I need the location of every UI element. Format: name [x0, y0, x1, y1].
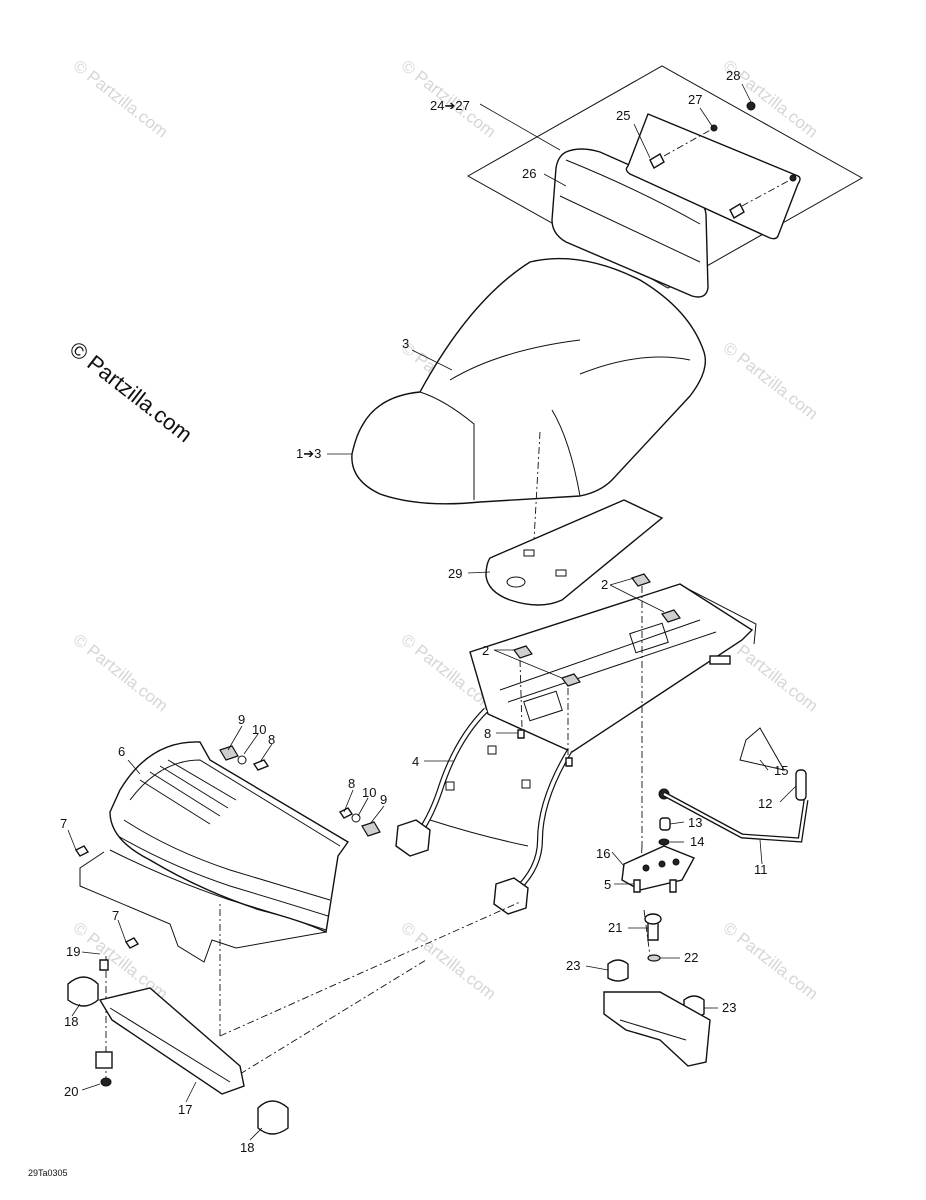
washer-27-part — [710, 124, 718, 132]
watermark: © Partzilla.com — [70, 56, 172, 142]
callout-13: 13 — [688, 815, 702, 830]
callout-6: 6 — [118, 744, 125, 759]
seat-group — [351, 257, 707, 541]
grip-12-part — [795, 769, 807, 801]
callout-3: 3 — [402, 336, 409, 351]
callout-16: 16 — [596, 846, 610, 861]
callout-19: 19 — [66, 944, 80, 959]
bushing-13-part — [659, 817, 671, 831]
callout-21: 21 — [608, 920, 622, 935]
seat-base-part — [485, 499, 664, 606]
callout-18b: 18 — [240, 1140, 254, 1155]
callout-14: 14 — [690, 834, 704, 849]
callout-20: 20 — [64, 1084, 78, 1099]
callout-15: 15 — [774, 763, 788, 778]
callout-8a: 8 — [268, 732, 275, 747]
callout-23b: 23 — [722, 1000, 736, 1015]
bracket-9-part — [361, 821, 381, 837]
rear-bumper-group — [74, 741, 381, 963]
bolt-8-part — [517, 729, 525, 739]
washer-22-part — [647, 954, 661, 962]
watermark: © Partzilla.com — [398, 918, 500, 1004]
frame-bracket-part — [493, 877, 529, 915]
callout-23a: 23 — [566, 958, 580, 973]
main-watermark: © Partzilla.com — [65, 336, 197, 447]
bolt-25-part — [649, 153, 665, 169]
bolt-19-part — [99, 959, 109, 971]
screw-5-part — [633, 879, 641, 893]
screw-5-part — [669, 879, 677, 893]
rear-bumper-part — [109, 741, 350, 934]
callout-17: 17 — [178, 1102, 192, 1117]
washer-27b-part — [789, 174, 797, 182]
bolt-25b-part — [729, 203, 745, 219]
frame-deck-part — [469, 583, 754, 753]
callout-18a: 18 — [64, 1014, 78, 1029]
callout-2a: 2 — [601, 577, 608, 592]
bolt-8-part — [565, 757, 573, 767]
frame-group — [395, 573, 757, 915]
screw-7-part — [74, 845, 90, 857]
crossmember-17-part — [98, 987, 245, 1095]
callout-26: 26 — [522, 166, 536, 181]
nut-28-part — [746, 101, 756, 111]
clip-2-part — [661, 609, 681, 623]
rear-support-part — [603, 991, 711, 1067]
clip-2-part — [631, 573, 651, 587]
diagram-code: 29Ta0305 — [28, 1168, 68, 1178]
callout-9b: 9 — [380, 792, 387, 807]
callout-9a: 9 — [238, 712, 245, 727]
callout-22: 22 — [684, 950, 698, 965]
nut-20-part — [100, 1077, 112, 1087]
bracket-part — [95, 1051, 113, 1069]
callout-8c: 8 — [348, 776, 355, 791]
watermark: © Partzilla.com — [720, 918, 822, 1004]
clip-15-part — [739, 727, 785, 771]
callouts: 28 27 24➔27 25 26 3 1➔3 29 2 2 9 10 8 6 … — [60, 68, 788, 1155]
seat-base-group — [485, 499, 664, 606]
callout-25: 25 — [616, 108, 630, 123]
backrest-group — [466, 65, 864, 298]
callout-10a: 10 — [252, 722, 266, 737]
callout-27: 27 — [688, 92, 702, 107]
callout-1-3: 1➔3 — [296, 446, 321, 461]
clip-2-part — [513, 645, 533, 659]
callout-8b: 8 — [484, 726, 491, 741]
watermark: © Partzilla.com — [70, 630, 172, 716]
screw-7-part — [124, 937, 140, 949]
seat-part — [351, 257, 707, 505]
frame-bracket-part — [395, 819, 431, 857]
bumper-23-part — [607, 959, 629, 982]
callout-24-27: 24➔27 — [430, 98, 470, 113]
callout-7a: 7 — [60, 816, 67, 831]
watermark: © Partzilla.com — [720, 338, 822, 424]
assembly-lines — [105, 845, 651, 1080]
callout-29: 29 — [448, 566, 462, 581]
bushing-18-part — [67, 976, 99, 1007]
footrest-16-part — [621, 845, 695, 891]
callout-2b: 2 — [482, 643, 489, 658]
callout-4: 4 — [412, 754, 419, 769]
callout-12: 12 — [758, 796, 772, 811]
callout-28: 28 — [726, 68, 740, 83]
front-mount-group — [67, 959, 289, 1135]
callout-10b: 10 — [362, 785, 376, 800]
callout-11: 11 — [754, 862, 768, 877]
callout-7b: 7 — [112, 908, 119, 923]
bolt-8-part — [338, 807, 354, 819]
nut-14-part — [658, 838, 670, 846]
step-assembly-group — [621, 727, 809, 893]
leader-lines — [67, 83, 797, 1141]
bushing-18-part — [257, 1100, 289, 1135]
rear-support-group — [603, 913, 711, 1067]
bracket-9-part — [219, 745, 239, 761]
clip-2-part — [561, 673, 581, 687]
backrest-plate-part — [625, 113, 801, 240]
callout-5: 5 — [604, 877, 611, 892]
